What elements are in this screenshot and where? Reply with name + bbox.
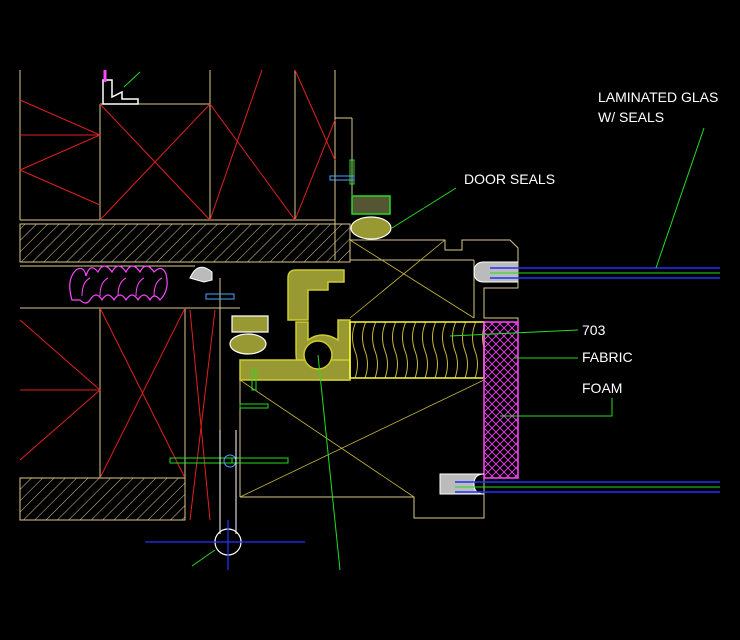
label-laminated-glass-line2: W/ SEALS [598, 109, 664, 125]
label-fabric: FABRIC [582, 349, 633, 365]
label-laminated-glass-line1: LAMINATED GLAS [598, 89, 718, 105]
glass-assembly [439, 261, 720, 495]
door-seals [229, 195, 392, 355]
upper-wall [18, 69, 353, 260]
fabric-foam-panel [483, 321, 519, 479]
label-703: 703 [582, 322, 606, 338]
bottom-jamb [145, 430, 305, 570]
label-foam: FOAM [582, 380, 622, 396]
upper-slab-hatch [19, 223, 351, 263]
label-door-seals: DOOR SEALS [464, 171, 555, 187]
core-703 [349, 321, 485, 379]
insulation-band [20, 265, 240, 309]
leaders [317, 127, 705, 571]
screws [169, 159, 355, 468]
lower-wall [19, 278, 221, 530]
